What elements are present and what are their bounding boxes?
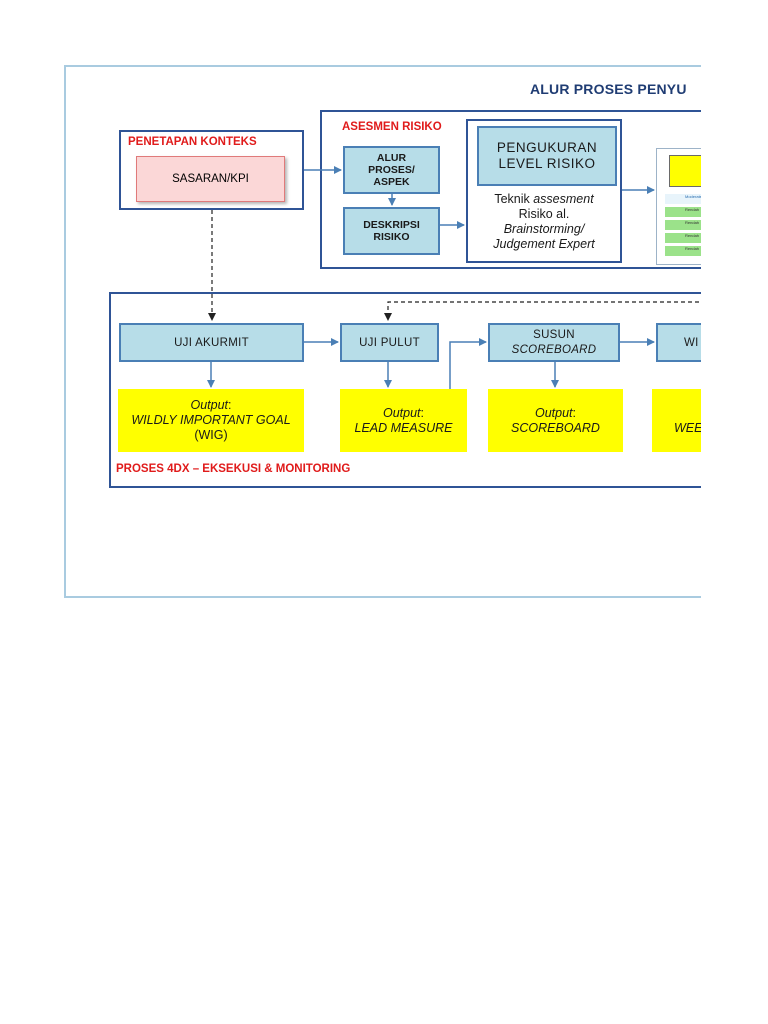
uji-akurmit-box: UJI AKURMIT — [119, 323, 304, 362]
alur-proses-box: ALUR PROSES/ ASPEK — [343, 146, 440, 194]
pengukuran-line-2: LEVEL RISIKO — [498, 156, 596, 171]
matrix-row-2: Rendah — [665, 207, 701, 217]
scoreboard-step-label: SCOREBOARD — [511, 343, 597, 356]
risk-group-label: ASESMEN RISIKO — [342, 121, 442, 133]
dashed-arrow-to-uji-pulut — [384, 301, 701, 321]
output-scoreboard-label: Output — [534, 405, 573, 420]
susun-label: SUSUN — [533, 328, 575, 341]
matrix-row-4: Rendah — [665, 233, 701, 243]
sasaran-kpi-box: SASARAN/KPI — [136, 156, 285, 202]
diagram-title: ALUR PROSES PENYU — [530, 81, 687, 97]
deskripsi-line-1: DESKRIPSI — [363, 219, 420, 231]
output-wee-box: WEE — [652, 389, 701, 452]
output-wig-line-2: (WIG) — [194, 428, 228, 442]
alur-line-3: ASPEK — [373, 176, 410, 188]
risk-matrix-yellow-cell — [669, 155, 701, 187]
teknik-line-4: Judgement Expert — [493, 237, 595, 251]
output-wig-line-1: WILDLY IMPORTANT GOAL — [131, 413, 291, 427]
output-lead-label: Output — [382, 405, 421, 420]
diagram-viewport: ALUR PROSES PENYU PENETAPAN KONTEKS SASA… — [64, 65, 701, 598]
susun-scoreboard-box: SUSUN SCOREBOARD — [488, 323, 620, 362]
risk-matrix-rows: Moderate Rendah Rendah Rendah Rendah — [665, 194, 701, 256]
teknik-assesment: assesment — [533, 192, 594, 206]
connector-layer — [207, 166, 701, 389]
sasaran-kpi-label: SASARAN/KPI — [172, 173, 249, 185]
context-group-label: PENETAPAN KONTEKS — [128, 136, 257, 148]
arrow-lead-to-susun — [449, 338, 487, 389]
output-lead-box: Output: LEAD MEASURE — [340, 389, 467, 452]
uji-pulut-label: UJI PULUT — [359, 336, 420, 349]
alur-line-2: PROSES/ — [368, 164, 415, 176]
teknik-text: Teknik assesment Risiko al. Brainstormin… — [470, 192, 618, 252]
matrix-row-3: Rendah — [665, 220, 701, 230]
output-wig-colon: : — [228, 398, 232, 412]
process-group-label: PROSES 4DX – EKSEKUSI & MONITORING — [116, 463, 351, 475]
pengukuran-level-box: PENGUKURAN LEVEL RISIKO — [477, 126, 617, 186]
teknik-prefix: Teknik — [494, 192, 534, 206]
output-wee-value: WEE — [674, 421, 701, 435]
output-scoreboard-colon: : — [572, 405, 576, 420]
matrix-row-1: Moderate — [665, 194, 701, 204]
alur-line-1: ALUR — [376, 152, 407, 164]
teknik-line-2: Risiko al. — [518, 207, 570, 221]
teknik-line-3: Brainstorming/ — [503, 222, 585, 236]
uji-pulut-box: UJI PULUT — [340, 323, 439, 362]
wi-step-box: WI — [656, 323, 701, 362]
outer-frame — [64, 65, 701, 598]
output-lead-colon: : — [420, 405, 424, 420]
output-scoreboard-box: Output: SCOREBOARD — [488, 389, 623, 452]
output-scoreboard-value: SCOREBOARD — [511, 420, 600, 435]
risk-matrix-thumbnail: Moderate Rendah Rendah Rendah Rendah — [656, 148, 701, 265]
uji-akurmit-label: UJI AKURMIT — [174, 336, 249, 349]
output-wig-box: Output: WILDLY IMPORTANT GOAL (WIG) — [118, 389, 304, 452]
deskripsi-risiko-box: DESKRIPSI RISIKO — [343, 207, 440, 255]
matrix-row-5: Rendah — [665, 246, 701, 256]
output-lead-value: LEAD MEASURE — [354, 420, 453, 435]
wi-step-label: WI — [684, 336, 699, 349]
deskripsi-line-2: RISIKO — [373, 231, 410, 243]
output-wig-label: Output — [190, 398, 229, 412]
pengukuran-line-1: PENGUKURAN — [496, 140, 598, 155]
